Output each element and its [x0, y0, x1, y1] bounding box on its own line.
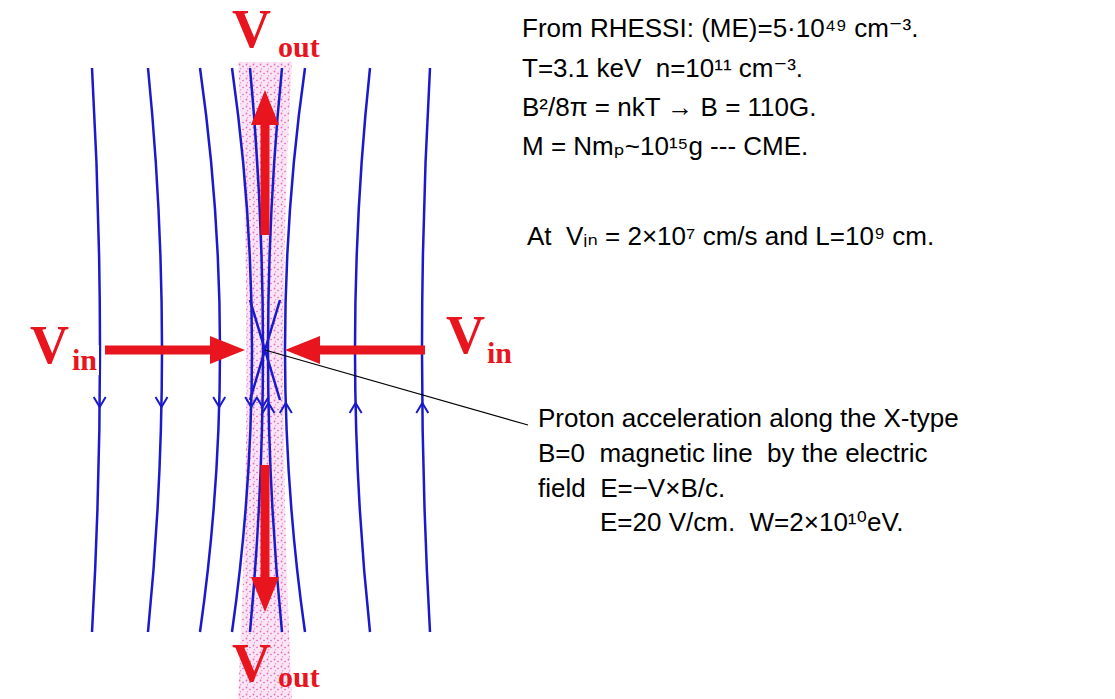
up-chevron	[263, 403, 275, 413]
up-chevron	[416, 403, 428, 413]
outflow-symbol: V	[232, 2, 271, 56]
flow-arrows	[105, 90, 425, 612]
down-chevron	[156, 397, 168, 407]
outflow-arrow-shaft	[261, 120, 270, 235]
down-chevron	[213, 397, 225, 407]
inflow-symbol: V	[28, 318, 71, 372]
outflow-subscript: out	[278, 662, 320, 692]
up-chevron	[350, 403, 362, 413]
annotation-text: field E=−V×B/c.	[538, 474, 725, 504]
measurement-note: From RHESSI: (ME)=5·10⁴⁹ cm⁻³.	[522, 14, 918, 44]
inflow-arrow-head	[285, 336, 320, 364]
parameter-note: At Vᵢₙ = 2×10⁷ cm/s and L=10⁹ cm.	[527, 222, 934, 252]
down-chevron	[245, 397, 257, 407]
inflow-arrow-head	[210, 336, 245, 364]
outflow-subscript: out	[278, 32, 320, 62]
field-lines	[92, 68, 430, 632]
field-direction-marks	[94, 397, 429, 413]
inflow-subscript: in	[487, 338, 512, 368]
measurement-note: M = Nmₚ~10¹⁵g --- CME.	[522, 132, 808, 162]
annotation-text: B=0 magnetic line by the electric	[538, 439, 927, 469]
down-chevron	[94, 397, 106, 407]
field-line	[268, 68, 282, 632]
annotation-text: Proton acceleration along the X-type	[538, 404, 959, 434]
inflow-arrow-shaft	[315, 346, 425, 355]
result-note: E=20 V/cm. W=2×10¹⁰eV.	[600, 508, 904, 538]
outflow-arrow-head	[251, 577, 279, 612]
inflow-subscript: in	[70, 345, 99, 375]
up-chevron	[280, 403, 292, 413]
outflow-arrow-shaft	[261, 465, 270, 580]
outflow-band	[238, 62, 292, 699]
measurement-note: B²/8π = nkT → B = 110G.	[522, 93, 816, 123]
outflow-arrow-head	[251, 90, 279, 125]
inflow-arrow-shaft	[105, 346, 215, 355]
outflow-symbol: V	[232, 636, 271, 690]
inflow-symbol: V	[446, 308, 485, 362]
measurement-note: T=3.1 keV n=10¹¹ cm⁻³.	[522, 54, 803, 84]
